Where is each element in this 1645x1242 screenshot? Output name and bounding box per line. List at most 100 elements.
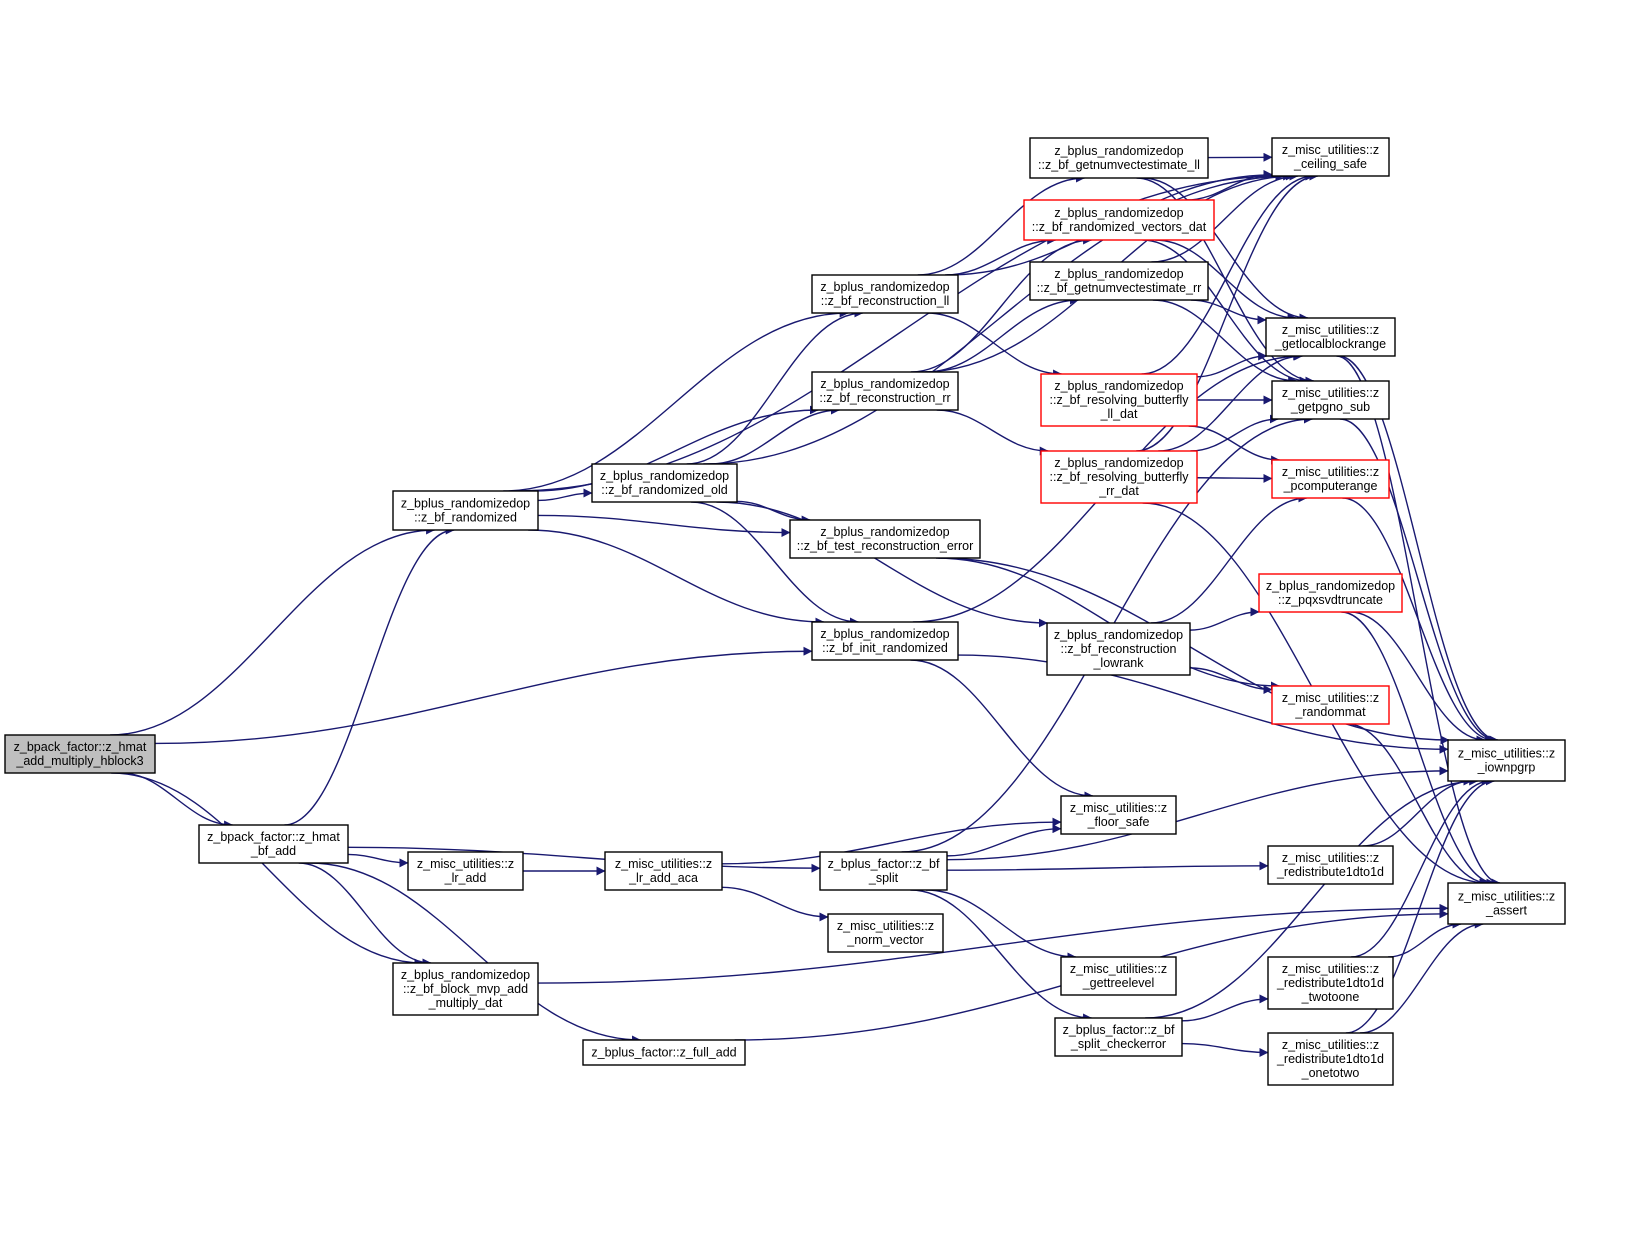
node-box xyxy=(1046,622,1191,676)
edge-bfr_old-to-ceiling xyxy=(703,171,1293,465)
edge-bfr-to-recon_ll xyxy=(503,308,849,492)
node-redist_two[interactable]: z_misc_utilities::z_redistribute1dto1d_t… xyxy=(1267,956,1394,1010)
node-init_rand[interactable]: z_bplus_randomizedop::z_bf_init_randomiz… xyxy=(811,621,959,661)
edge-init_rand-to-iownpgrp xyxy=(957,654,1449,754)
node-recon_lowrank[interactable]: z_bplus_randomizedop::z_bf_reconstructio… xyxy=(1046,622,1191,676)
node-box xyxy=(1265,317,1396,357)
node-label: _onetotwo xyxy=(1301,1066,1360,1080)
edge-split_check-to-redist_one xyxy=(1181,1042,1269,1058)
node-ceiling[interactable]: z_misc_utilities::z_ceiling_safe xyxy=(1271,137,1390,177)
node-box xyxy=(1258,573,1403,613)
node-redist[interactable]: z_misc_utilities::z_redistribute1dto1d xyxy=(1267,845,1394,885)
node-label: _redistribute1dto1d xyxy=(1276,1052,1384,1066)
node-label: z_misc_utilities::z xyxy=(1282,1038,1379,1052)
edge-recon_lowrank-to-pcompute xyxy=(1150,493,1308,624)
edge-getnum_rr-to-getpgno xyxy=(1152,299,1298,386)
node-redist_one[interactable]: z_misc_utilities::z_redistribute1dto1d_o… xyxy=(1267,1032,1394,1086)
node-box xyxy=(1029,261,1209,301)
node-label: ::z_bf_reconstruction_ll xyxy=(821,294,950,308)
node-label: z_misc_utilities::z xyxy=(1282,323,1379,337)
node-label: z_misc_utilities::z xyxy=(1282,851,1379,865)
node-label: _floor_safe xyxy=(1087,815,1150,829)
node-label: ::z_bf_resolving_butterfly xyxy=(1050,470,1190,484)
edge-bfr-to-test_err xyxy=(537,514,791,538)
edge-bf_split-to-split_check xyxy=(910,889,1093,1023)
node-bfr_old[interactable]: z_bplus_randomizedop::z_bf_randomized_ol… xyxy=(591,463,738,503)
node-iownpgrp[interactable]: z_misc_utilities::z_iownpgrp xyxy=(1447,739,1566,782)
node-label: z_misc_utilities::z xyxy=(1282,691,1379,705)
node-block_mvp[interactable]: z_bplus_randomizedop::z_bf_block_mvp_add… xyxy=(392,962,539,1016)
node-label: z_bplus_randomizedop xyxy=(1266,579,1395,593)
node-bfr[interactable]: z_bplus_randomizedop::z_bf_randomized xyxy=(392,490,539,531)
node-getnum_ll[interactable]: z_bplus_randomizedop::z_bf_getnumvectest… xyxy=(1029,137,1209,179)
edge-redist_two-to-assert xyxy=(1388,919,1462,958)
node-box xyxy=(1267,845,1394,885)
node-label: z_misc_utilities::z xyxy=(1282,465,1379,479)
node-label: _lowrank xyxy=(1092,656,1144,670)
node-box xyxy=(582,1039,746,1066)
edge-root-to-block_mvp xyxy=(111,772,424,968)
node-recon_rr[interactable]: z_bplus_randomizedop::z_bf_reconstructio… xyxy=(811,371,959,411)
node-root[interactable]: z_bpack_factor::z_hmat_add_multiply_hblo… xyxy=(4,734,156,774)
node-rand_vec[interactable]: z_bplus_randomizedop::z_bf_randomized_ve… xyxy=(1023,199,1215,241)
node-box xyxy=(198,824,349,864)
node-getnum_rr[interactable]: z_bplus_randomizedop::z_bf_getnumvectest… xyxy=(1029,261,1209,301)
node-lr_add[interactable]: z_misc_utilities::z_lr_add xyxy=(407,851,524,891)
node-full_add[interactable]: z_bplus_factor::z_full_add xyxy=(582,1039,746,1066)
edge-test_err-to-randommat xyxy=(935,557,1280,691)
node-label: _bf_add xyxy=(250,844,296,858)
node-label: z_misc_utilities::z xyxy=(417,857,514,871)
node-pqxsvd[interactable]: z_bplus_randomizedop::z_pqxsvdtruncate xyxy=(1258,573,1403,613)
edge-bf_split-to-gettree xyxy=(926,889,1077,962)
edge-test_err-to-iownpgrp xyxy=(938,557,1450,745)
node-pcompute[interactable]: z_misc_utilities::z_pcomputerange xyxy=(1271,459,1390,499)
node-label: z_bplus_factor::z_full_add xyxy=(591,1046,736,1060)
node-box xyxy=(1271,459,1390,499)
node-hmat_bf[interactable]: z_bpack_factor::z_hmat_bf_add xyxy=(198,824,349,864)
node-gettree[interactable]: z_misc_utilities::z_gettreelevel xyxy=(1060,956,1177,996)
node-test_err[interactable]: z_bplus_randomizedop::z_bf_test_reconstr… xyxy=(789,519,981,559)
node-getpgno[interactable]: z_misc_utilities::z_getpgno_sub xyxy=(1271,380,1390,420)
node-resolv_ll[interactable]: z_bplus_randomizedop::z_bf_resolving_but… xyxy=(1040,373,1198,427)
node-getlocal[interactable]: z_misc_utilities::z_getlocalblockrange xyxy=(1265,317,1396,357)
edge-pcompute-to-iownpgrp xyxy=(1342,497,1495,745)
node-label: _assert xyxy=(1485,904,1528,918)
node-label: ::z_bf_randomized_old xyxy=(601,483,728,497)
node-box xyxy=(1029,137,1209,179)
node-label: z_misc_utilities::z xyxy=(1458,890,1555,904)
node-label: _add_multiply_hblock3 xyxy=(15,754,143,768)
node-resolv_rr[interactable]: z_bplus_randomizedop::z_bf_resolving_but… xyxy=(1040,450,1198,504)
edge-bfr_old-to-recon_lowrank xyxy=(716,501,1048,628)
node-assert[interactable]: z_misc_utilities::z_assert xyxy=(1447,882,1566,925)
node-floor[interactable]: z_misc_utilities::z_floor_safe xyxy=(1060,795,1177,835)
node-label: _gettreelevel xyxy=(1082,976,1155,990)
node-label: z_misc_utilities::z xyxy=(615,857,712,871)
node-box xyxy=(811,371,959,411)
edge-redist_one-to-iownpgrp xyxy=(1345,776,1495,1034)
edge-root-to-hmat_bf xyxy=(120,772,234,830)
node-recon_ll[interactable]: z_bplus_randomizedop::z_bf_reconstructio… xyxy=(811,274,959,314)
node-label: _redistribute1dto1d xyxy=(1276,976,1384,990)
node-label: _lr_add xyxy=(444,871,487,885)
node-norm_vec[interactable]: z_misc_utilities::z_norm_vector xyxy=(827,913,944,953)
edge-bfr-to-bfr_old xyxy=(537,488,593,502)
edge-getpgno-to-iownpgrp xyxy=(1339,418,1497,745)
node-label: z_bpack_factor::z_hmat xyxy=(207,830,340,844)
node-bf_split[interactable]: z_bplus_factor::z_bf_split xyxy=(819,851,948,891)
node-label: _randommat xyxy=(1294,705,1366,719)
edge-recon_ll-to-resolv_ll xyxy=(926,312,1063,379)
node-box xyxy=(819,851,948,891)
node-lr_add_aca[interactable]: z_misc_utilities::z_lr_add_aca xyxy=(604,851,723,891)
node-box xyxy=(1023,199,1215,241)
node-label: z_misc_utilities::z xyxy=(1282,962,1379,976)
node-box xyxy=(1060,956,1177,996)
edge-randommat-to-assert xyxy=(1347,723,1489,888)
node-randommat[interactable]: z_misc_utilities::z_randommat xyxy=(1271,685,1390,725)
node-label: _ll_dat xyxy=(1100,407,1138,421)
node-split_check[interactable]: z_bplus_factor::z_bf_split_checkerror xyxy=(1054,1017,1183,1057)
node-label: z_bplus_randomizedop xyxy=(401,968,530,982)
edge-bfr_old-to-init_rand xyxy=(691,501,859,627)
node-label: z_bplus_randomizedop xyxy=(1054,206,1183,220)
node-label: z_misc_utilities::z xyxy=(1458,747,1555,761)
